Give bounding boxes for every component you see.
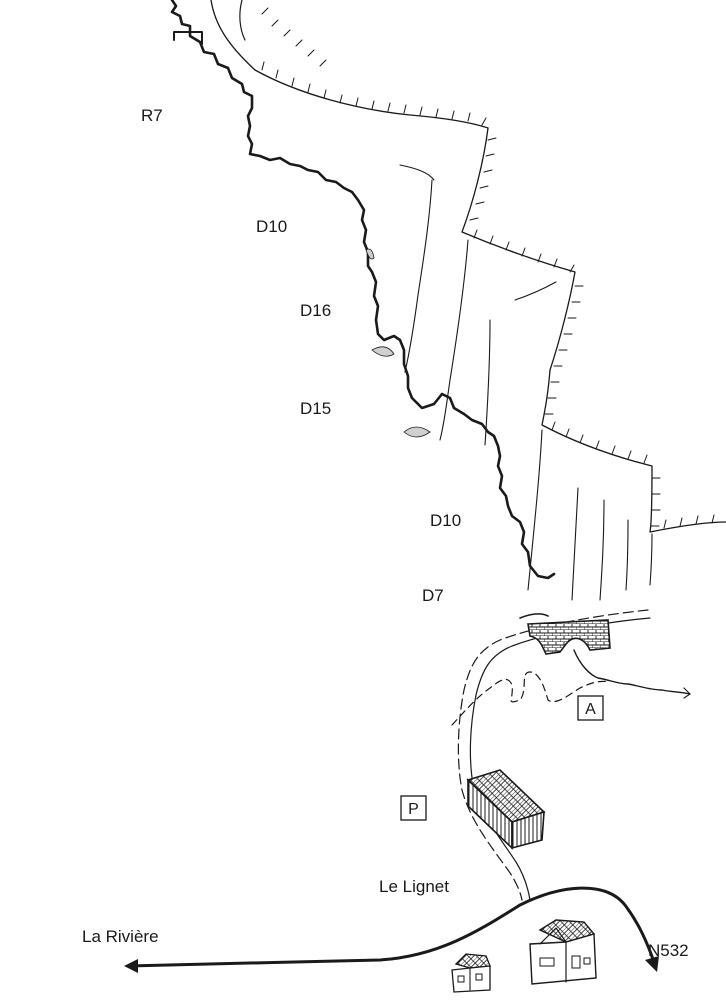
house-small [451, 953, 491, 993]
road-arrowhead-right [645, 956, 659, 972]
grade-label-d10-upper: D10 [256, 217, 287, 236]
place-label-la-riviere: La Rivière [82, 927, 159, 946]
point-a-marker: A [577, 695, 604, 721]
grade-label-d15: D15 [300, 399, 331, 418]
rock-patches [365, 248, 431, 438]
parking-marker: P [400, 795, 427, 821]
grade-label-d7: D7 [422, 586, 444, 605]
refuge-building [466, 769, 546, 850]
climbing-route [170, 0, 556, 580]
point-a-label: A [585, 701, 596, 718]
grade-label-d10-lower: D10 [430, 511, 461, 530]
house-large [529, 919, 597, 985]
grade-label-d16: D16 [300, 301, 331, 320]
rock-face-lines [399, 164, 653, 601]
rock-crest-lines [210, 0, 726, 533]
place-label-le-lignet: Le Lignet [379, 877, 449, 896]
parking-label: P [408, 801, 419, 818]
rock-hatching [261, 7, 715, 529]
road-arrowhead-left [124, 959, 138, 973]
road-label-n532: N532 [648, 941, 689, 960]
belay-ledge-symbol [173, 31, 203, 45]
bridge [519, 613, 611, 655]
main-road [126, 886, 656, 968]
roads-and-paths [124, 609, 691, 973]
grade-label-r7: R7 [141, 106, 163, 125]
